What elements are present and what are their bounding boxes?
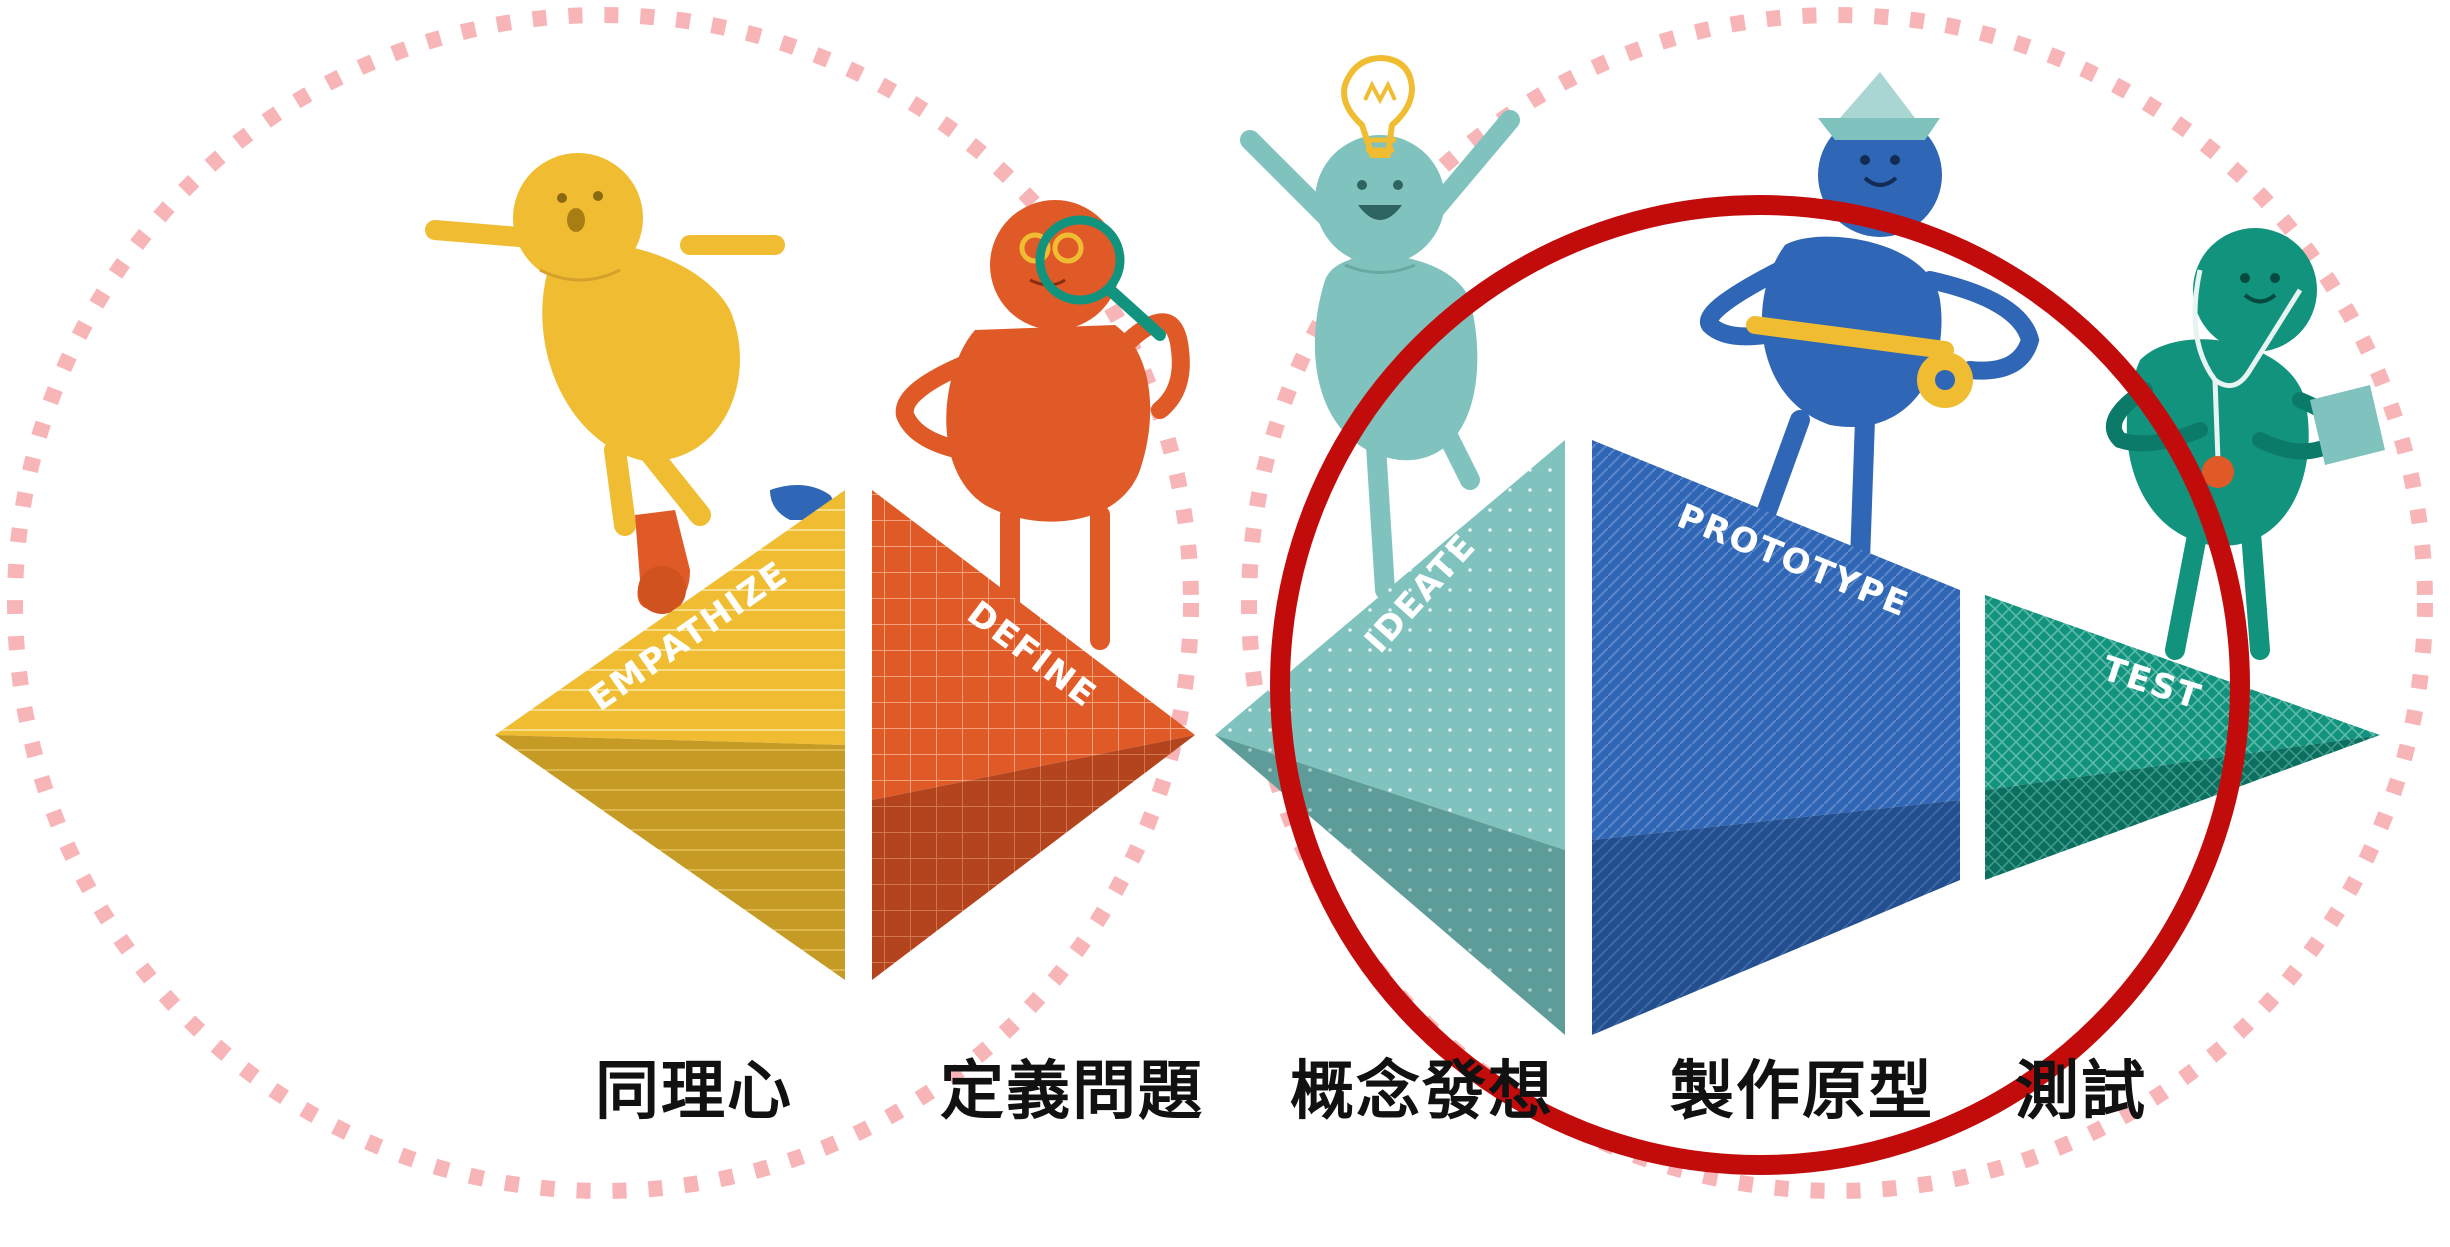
- stethoscope-icon: [2192, 269, 2303, 488]
- stage-label-empathize: 同理心: [595, 1055, 793, 1129]
- dotted-circle-right: [1241, 7, 2433, 1199]
- magnifier-icon: [1035, 215, 1166, 341]
- define-triangle: [872, 490, 1195, 980]
- tape-measure-icon: [1746, 316, 1973, 408]
- lightbulb-icon: [1341, 55, 1415, 158]
- define-character: [895, 200, 1190, 650]
- test-triangle: [1985, 595, 2380, 880]
- empathize-triangle: [495, 490, 845, 980]
- stage-label-define: 定義問題: [940, 1055, 1204, 1129]
- dotted-circle-left: [7, 7, 1199, 1199]
- stage-label-ideate: 概念發想: [1290, 1055, 1554, 1129]
- empathize-character: [425, 153, 835, 614]
- prototype-character: [1700, 72, 2040, 570]
- paper-hat-icon: [1818, 72, 1940, 140]
- stage-label-prototype: 製作原型: [1670, 1055, 1934, 1129]
- test-character: [2105, 228, 2385, 660]
- stage-label-test: 測試: [2015, 1055, 2147, 1129]
- prototype-triangle: [1592, 440, 1960, 1035]
- highlight-circle: [1270, 195, 2250, 1175]
